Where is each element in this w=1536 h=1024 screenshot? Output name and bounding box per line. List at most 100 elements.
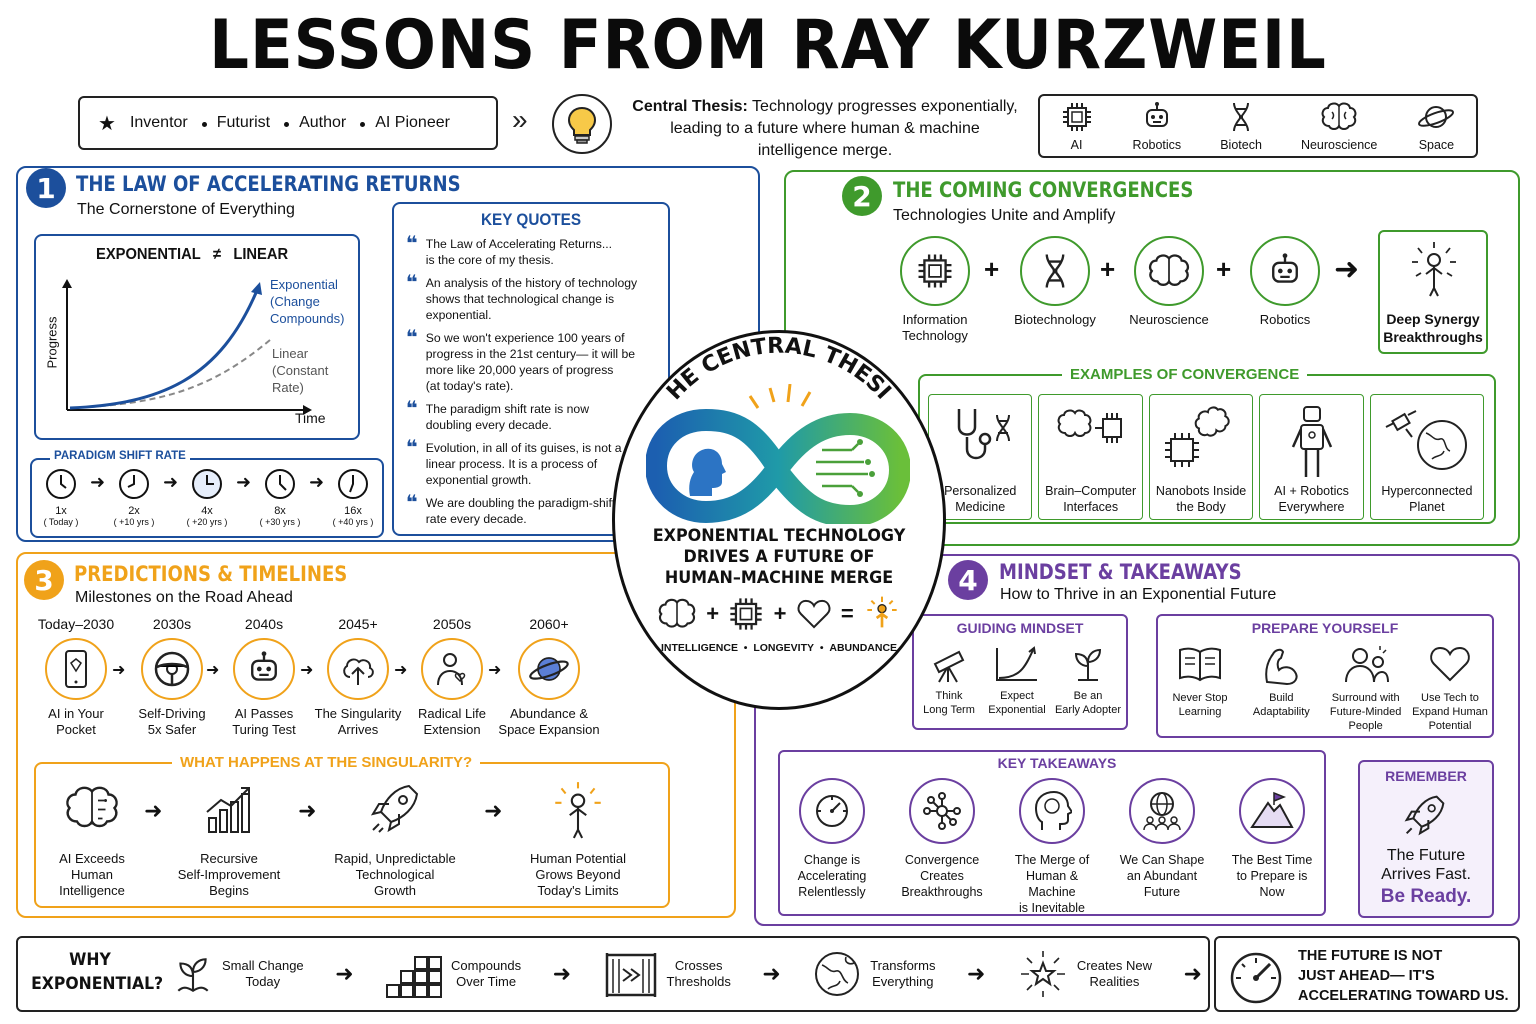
quote-mark-icon: ❝: [406, 398, 418, 420]
brain-chip-icon: [1057, 409, 1122, 443]
clock-item: 2x( +10 yrs ): [107, 468, 161, 527]
arrow-icon: ➜: [308, 472, 325, 492]
robot-icon: [1145, 102, 1168, 127]
arrow-icon: ➜: [966, 961, 986, 986]
plus-icon: +: [1216, 254, 1232, 284]
remember-title: REMEMBER: [1385, 768, 1467, 784]
mountain-flag-icon: [1250, 791, 1294, 828]
rocket-icon: [370, 784, 419, 833]
biotech-label: Biotechnology: [1014, 312, 1096, 327]
plus-icon: +: [773, 601, 787, 626]
biotech-circle: [1020, 236, 1090, 306]
quote-item: ❝Evolution, in all of its guises, is not…: [406, 437, 622, 487]
info-tech-circle: [900, 236, 970, 306]
timeline-item: 2060+ Abundance &Space Expansion: [498, 616, 600, 737]
section-1-number: 1: [26, 168, 66, 208]
speed-clock-icon: [816, 795, 848, 827]
arrow-icon: ➜: [488, 662, 502, 679]
network-nodes-icon: [923, 792, 961, 830]
formula-words: INTELLIGENCE • LONGEVITY • ABUNDANCE: [660, 642, 898, 654]
section-4-subtitle: How to Thrive in an Exponential Future: [1000, 586, 1277, 603]
deep-synergy-box: [1378, 230, 1488, 354]
equals-icon: =: [840, 601, 854, 626]
guiding-mindset-title: GUIDING MINDSET: [956, 620, 1084, 636]
clock-icon: [46, 469, 76, 499]
growth-curve-graphic: [62, 279, 312, 415]
stethoscope-icon: [957, 409, 1011, 460]
tech-biotech: Biotech: [1220, 100, 1262, 152]
book-icon: [1179, 647, 1221, 682]
central-thesis-oval: [612, 330, 946, 710]
sprout-icon: [1074, 648, 1102, 681]
paradigm-shift-box: [30, 458, 384, 538]
remember-box: [1358, 760, 1494, 918]
final-message-box: [1214, 936, 1520, 1012]
globe-people-icon: [1143, 792, 1181, 831]
arrow-icon: ➜: [335, 961, 354, 986]
arrow-icon: ➜: [298, 798, 317, 823]
double-chevron-icon: »: [512, 104, 528, 135]
planet-icon: [529, 657, 569, 681]
robotics-circle: [1250, 236, 1320, 306]
sprout-icon: [177, 958, 209, 993]
page-title: LESSONS FROM RAY KURZWEIL: [209, 6, 1327, 85]
robotics-label: Robotics: [1259, 312, 1311, 327]
flexed-arm-icon: [1265, 648, 1298, 686]
tech-space: Space: [1416, 100, 1456, 152]
heart-icon: [1430, 646, 1470, 682]
arrow-icon: ➜: [484, 798, 503, 823]
quote-mark-icon: ❝: [406, 492, 418, 514]
quote-list: ❝The Law of Accelerating Returns...is th…: [406, 234, 662, 527]
arrow-icon: ➜: [394, 662, 408, 679]
section-1-subtitle: The Cornerstone of Everything: [77, 201, 295, 218]
formula-icons: + + =: [656, 594, 902, 634]
satellite-globe-icon: [1385, 410, 1467, 470]
role-item: AI Pioneer: [360, 114, 450, 132]
clock-item: 8x( +30 yrs ): [253, 468, 307, 527]
stacked-blocks-icon: [386, 956, 443, 998]
prepare-yourself-title: PREPARE YOURSELF: [1251, 620, 1399, 636]
quote-mark-icon: ❝: [406, 327, 418, 349]
plus-icon: +: [706, 601, 720, 626]
arrow-icon: ➜: [206, 662, 220, 679]
arrow-icon: ➜: [1183, 961, 1202, 986]
steering-wheel-icon: [154, 651, 190, 687]
arrow-icon: ➜: [89, 472, 106, 492]
gate-threshold-icon: [605, 953, 656, 997]
plus-icon: +: [1100, 254, 1116, 284]
key-takeaways-box: [778, 750, 1326, 916]
arrow-icon: ➜: [162, 472, 179, 492]
chart-x-label: Time: [295, 410, 326, 426]
person-heart-icon: [437, 653, 466, 686]
bar-growth-icon: [206, 787, 250, 833]
nanobot-icon: [1165, 406, 1230, 467]
person-spark-icon: [867, 596, 897, 628]
section-1-title: THE LAW OF ACCELERATING RETURNS: [76, 172, 461, 196]
